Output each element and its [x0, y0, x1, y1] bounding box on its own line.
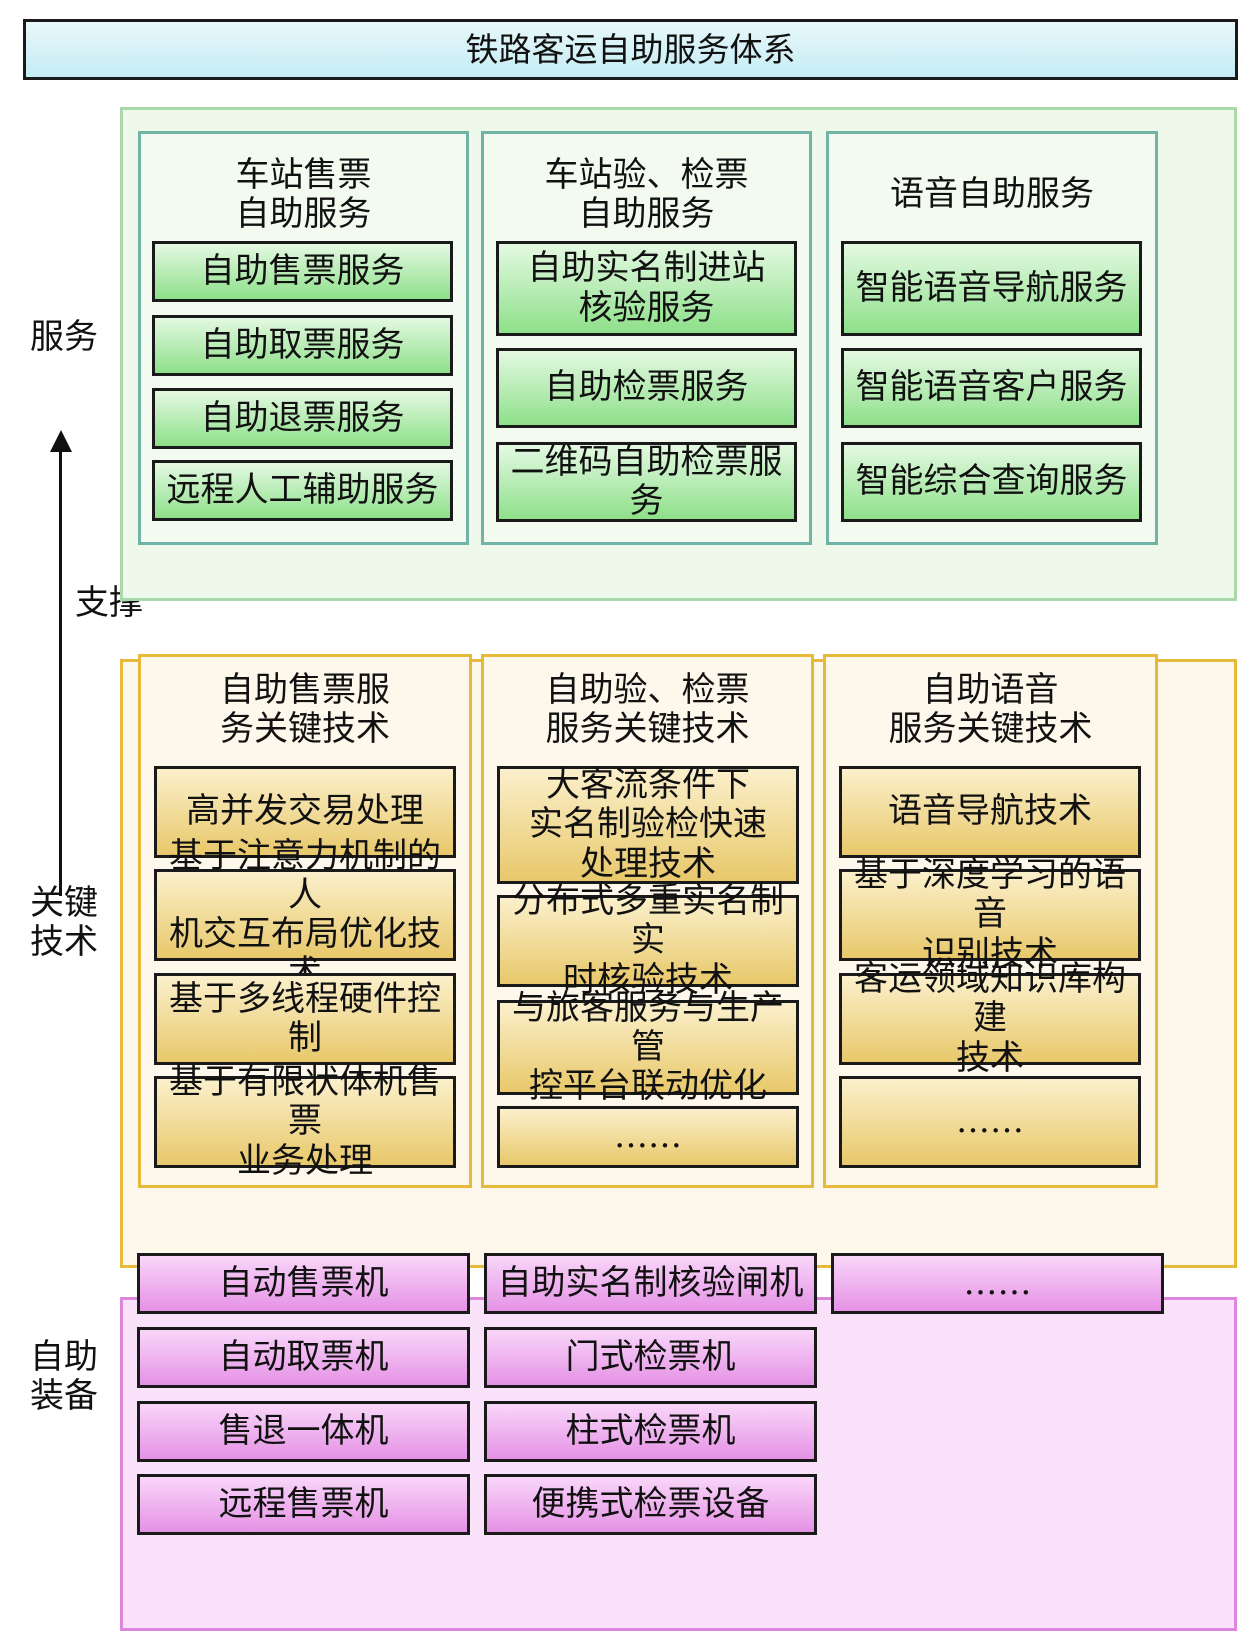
service-item: 智能综合查询服务 — [841, 442, 1142, 522]
equipment-item: 售退一体机 — [137, 1401, 470, 1462]
equipment-item: 远程售票机 — [137, 1474, 470, 1535]
service-item: 远程人工辅助服务 — [152, 460, 453, 521]
arrow-up-icon — [50, 430, 72, 452]
tech-column-head: 自助语音 服务关键技术 — [888, 669, 1093, 749]
tech-column-head: 自助验、检票 服务关键技术 — [545, 669, 750, 749]
tech-item: 高并发交易处理 — [154, 766, 456, 858]
tech-item: 语音导航技术 — [839, 766, 1141, 858]
equipment-item: 自动取票机 — [137, 1327, 470, 1388]
equipment-item: 自动售票机 — [137, 1253, 470, 1314]
label-service: 服务 — [30, 317, 98, 357]
tech-item: 基于多线程硬件控制 — [154, 973, 456, 1065]
service-column-head: 车站验、检票 自助服务 — [544, 154, 749, 234]
tech-item: …… — [839, 1076, 1141, 1168]
equipment-item: 门式检票机 — [484, 1327, 817, 1388]
tech-column-head: 自助售票服 务关键技术 — [220, 669, 390, 749]
tech-item: 大客流条件下 实名制验检快速 处理技术 — [497, 766, 799, 884]
service-column-head: 语音自助服务 — [890, 174, 1094, 215]
tech-item: 与旅客服务与生产管 控平台联动优化 — [497, 988, 799, 1106]
service-item: 自助实名制进站 核验服务 — [496, 241, 797, 336]
tech-item: 客运领域知识库构建 技术 — [839, 960, 1141, 1077]
service-item: 二维码自助检票服务 — [496, 442, 797, 522]
tech-item: 基于注意力机制的人 机交互布局优化技术 — [154, 836, 456, 993]
service-item: 智能语音客户服务 — [841, 348, 1142, 428]
service-item: 自助检票服务 — [496, 348, 797, 428]
equipment-item: 自助实名制核验闸机 — [484, 1253, 817, 1314]
equipment-item: 便携式检票设备 — [484, 1474, 817, 1535]
diagram-title: 铁路客运自助服务体系 — [23, 19, 1238, 80]
service-column-head: 车站售票 自助服务 — [235, 154, 372, 234]
tech-item: …… — [497, 1106, 799, 1168]
tech-item: 基于有限状体机售票 业务处理 — [154, 1063, 456, 1180]
equipment-item: …… — [831, 1253, 1164, 1314]
label-self-equipment: 自助 装备 — [30, 1337, 98, 1417]
tech-item: 基于深度学习的语音 识别技术 — [839, 856, 1141, 973]
service-item: 自助取票服务 — [152, 315, 453, 376]
service-item: 智能语音导航服务 — [841, 241, 1142, 336]
support-arrow-line — [59, 448, 62, 896]
equipment-item: 柱式检票机 — [484, 1401, 817, 1462]
service-item: 自助售票服务 — [152, 241, 453, 302]
service-item: 自助退票服务 — [152, 388, 453, 449]
tech-item: 分布式多重实名制实 时核验技术 — [497, 882, 799, 999]
label-key-tech: 关键 技术 — [30, 883, 98, 963]
